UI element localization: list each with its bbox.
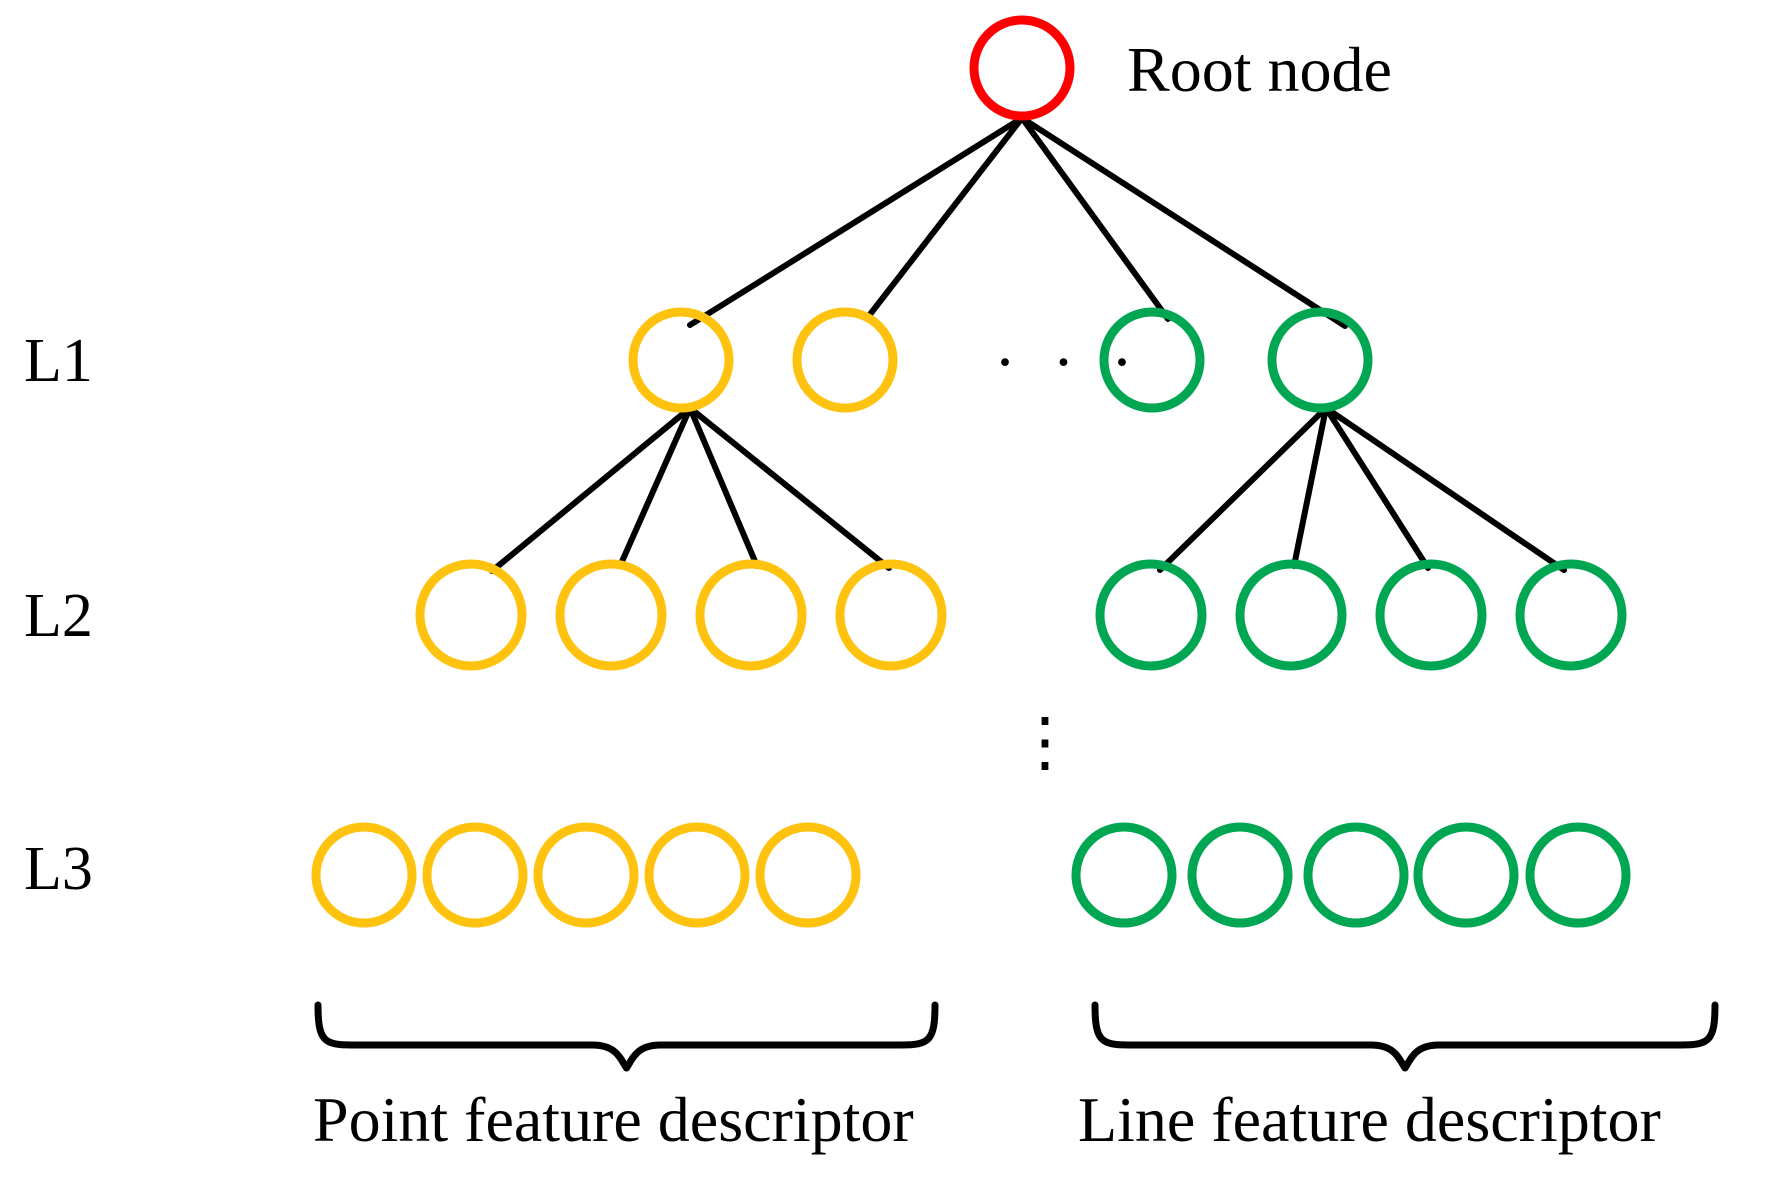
tree-edge [1323, 405, 1567, 573]
tree-edge [1019, 115, 1348, 329]
tree-edge [1323, 405, 1431, 571]
node-circle-l3-g2[interactable] [1187, 822, 1293, 928]
tree-edge [687, 115, 1025, 328]
brace-line [1091, 1001, 1719, 1072]
node-circle-l2-p3[interactable] [695, 559, 807, 671]
brace-point [314, 1001, 939, 1072]
vertical-ellipsis-icon: ⋮ [1012, 706, 1078, 779]
tree-edge [489, 405, 693, 574]
node-circle-l1-p2[interactable] [792, 307, 898, 413]
node-circle-l3-g5[interactable] [1525, 822, 1631, 928]
level-label-l3: L3 [24, 835, 93, 903]
point-feature-descriptor-caption: Point feature descriptor [313, 1084, 914, 1155]
tree-edge [687, 405, 760, 569]
tree-edge [1157, 405, 1329, 573]
root-node-label: Root node [1127, 34, 1392, 105]
node-circle-l3-p1[interactable] [311, 822, 417, 928]
node-circle-l3-g3[interactable] [1303, 822, 1409, 928]
tree-edge [687, 405, 892, 571]
tree-edges [489, 115, 1567, 574]
node-circle-l3-p5[interactable] [755, 822, 861, 928]
tree-nodes [311, 15, 1631, 928]
node-circle-l3-g1[interactable] [1071, 822, 1177, 928]
node-circle-l3-p3[interactable] [533, 822, 639, 928]
node-circle-l1-g2[interactable] [1267, 307, 1373, 413]
node-circle-l2-g4[interactable] [1515, 559, 1627, 671]
tree-edge [1291, 405, 1329, 569]
tree-edge [617, 405, 693, 569]
node-circle-l1-g1[interactable] [1099, 307, 1205, 413]
node-circle-l2-g3[interactable] [1375, 559, 1487, 671]
line-feature-descriptor-caption: Line feature descriptor [1078, 1084, 1661, 1155]
tree-edge [1019, 115, 1171, 322]
node-circle-l2-g2[interactable] [1235, 559, 1347, 671]
node-circle-l2-p4[interactable] [835, 559, 947, 671]
node-circle-l2-p1[interactable] [415, 559, 527, 671]
node-circle-l3-p4[interactable] [644, 822, 750, 928]
level-label-l1: L1 [24, 327, 93, 395]
node-circle-l3-g4[interactable] [1413, 822, 1519, 928]
root-node-circle[interactable] [969, 15, 1075, 121]
horizontal-ellipsis-icon: · · · [994, 326, 1143, 399]
level-label-l2: L2 [24, 582, 93, 650]
node-circle-l3-p2[interactable] [422, 822, 528, 928]
node-circle-l2-p2[interactable] [555, 559, 667, 671]
node-circle-l2-g1[interactable] [1095, 559, 1207, 671]
node-circle-l1-p1[interactable] [628, 307, 734, 413]
group-braces [314, 1001, 1719, 1072]
tree-edge [865, 115, 1025, 320]
